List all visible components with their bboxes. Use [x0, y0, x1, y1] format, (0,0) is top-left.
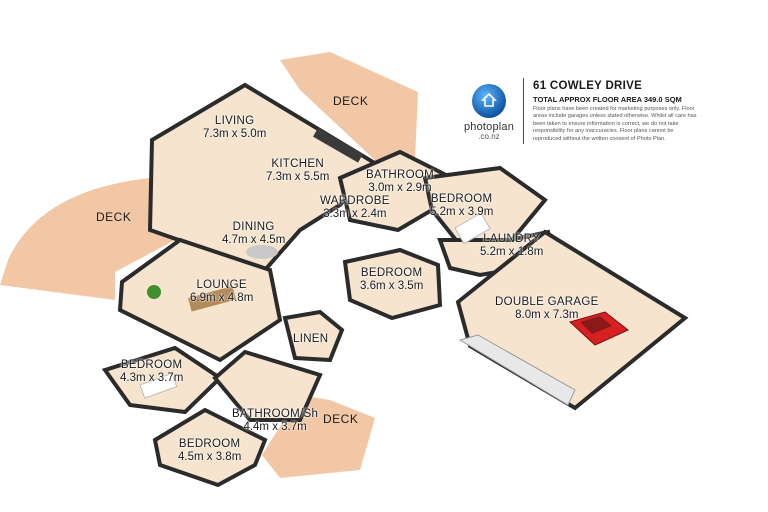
- kitchen-bench: [313, 128, 364, 163]
- floor-area: TOTAL APPROX FLOOR AREA 349.0 SQM: [533, 95, 682, 104]
- deck-west: [0, 178, 175, 300]
- dining-table: [246, 245, 278, 259]
- photoplan-logo: photoplan .co.nz: [455, 84, 523, 144]
- house-icon: [472, 84, 506, 118]
- deck-north: [280, 52, 418, 165]
- deck-west-label: DECK: [96, 210, 132, 224]
- car-icon: [569, 311, 629, 346]
- bed-east: [454, 212, 491, 245]
- floor-plan-rooms: [101, 82, 689, 488]
- deck-north-label: DECK: [333, 94, 369, 108]
- deck-south-label: DECK: [323, 412, 359, 426]
- bed-southwest: [139, 372, 178, 399]
- property-address: 61 COWLEY DRIVE: [533, 80, 643, 92]
- disclaimer-text: Floor plans have been created for market…: [533, 106, 697, 142]
- brand-name: photoplan: [463, 121, 515, 133]
- plant-icon: [147, 285, 161, 299]
- lounge-sofa: [188, 286, 237, 312]
- brand-domain: .co.nz: [478, 132, 500, 141]
- header-divider: [523, 78, 524, 144]
- garage-door: [458, 334, 576, 406]
- room-linen: LINEN: [293, 333, 329, 345]
- property-info: photoplan .co.nz 61 COWLEY DRIVE TOTAL A…: [455, 74, 755, 174]
